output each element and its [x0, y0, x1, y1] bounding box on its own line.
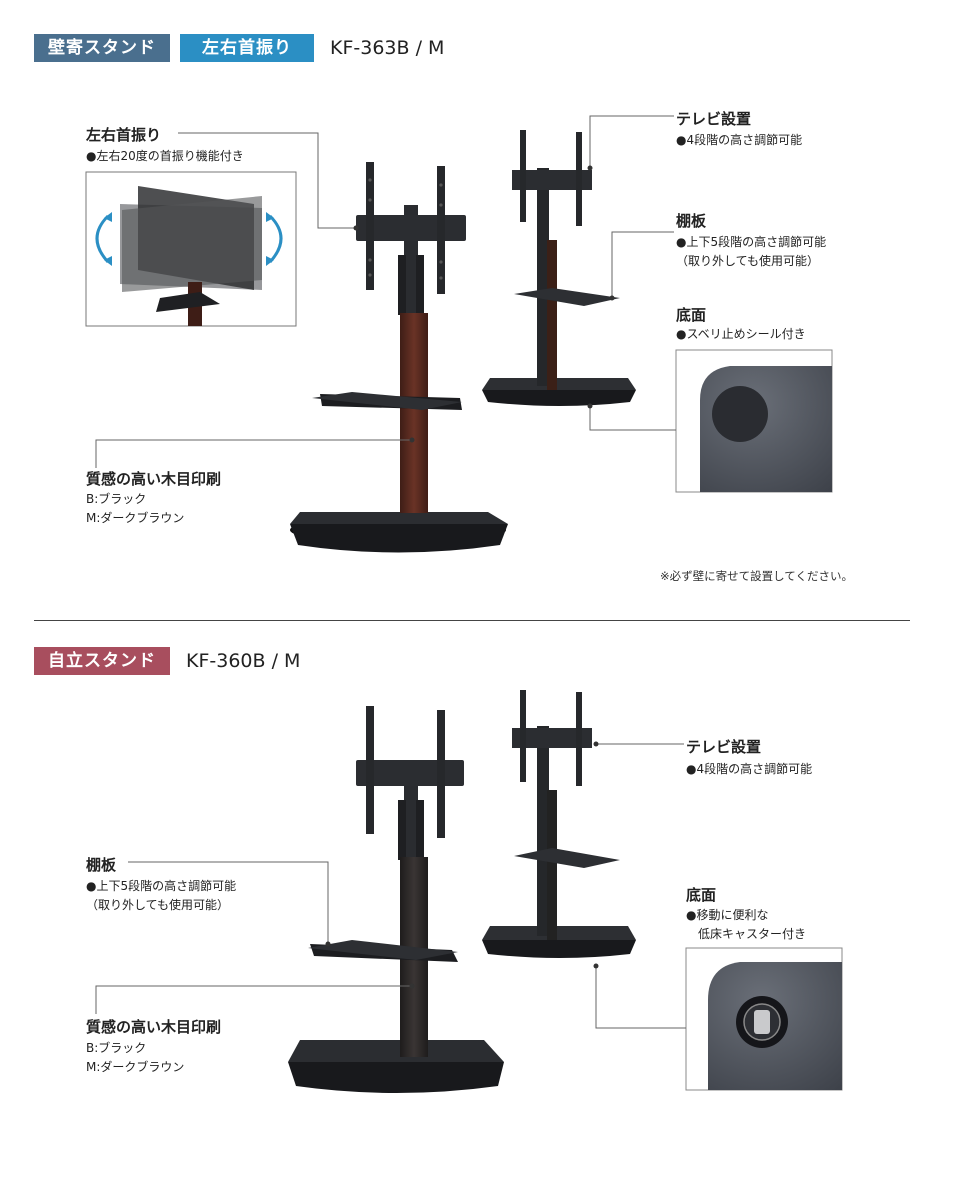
shelf-desc-2: ●上下5段階の高さ調節可能 （取り外しても使用可能） — [86, 877, 236, 915]
shelf-desc-line-2: （取り外しても使用可能） — [676, 254, 820, 268]
base-desc-2-line-1: ●移動に便利な — [686, 908, 769, 922]
wall-stand-tag: 壁寄スタンド — [34, 34, 170, 62]
wood-grain-title-2: 質感の高い木目印刷 — [86, 1018, 222, 1036]
model-number-kf360: KF-360B / M — [186, 650, 301, 672]
shelf-desc-2-line-1: ●上下5段階の高さ調節可能 — [86, 879, 237, 893]
leader-lines-2 — [95, 743, 686, 1029]
shelf-desc-2-line-2: （取り外しても使用可能） — [86, 898, 230, 912]
install-note: ※必ず壁に寄せて設置してください。 — [660, 569, 853, 583]
tv-mount-desc: ●4段階の高さ調節可能 — [676, 133, 803, 147]
base-desc-2: ●移動に便利な 低床キャスター付き — [686, 906, 806, 944]
stand-large-2 — [288, 706, 504, 1093]
freestanding-tag: 自立スタンド — [34, 647, 170, 675]
wood-grain-desc-2: B:ブラック M:ダークブラウン — [86, 1039, 184, 1077]
stand-small-1 — [482, 130, 636, 406]
wood-grain-title: 質感の高い木目印刷 — [86, 470, 222, 488]
wood-grain-brown-2: M:ダークブラウン — [86, 1060, 185, 1074]
caster-inset — [685, 947, 843, 1091]
stand-large-1 — [290, 162, 508, 553]
tv-mount-title: テレビ設置 — [676, 110, 752, 128]
shelf-title-2: 棚板 — [86, 856, 117, 874]
wood-grain-black-2: B:ブラック — [86, 1041, 147, 1055]
base-title: 底面 — [676, 306, 707, 324]
tv-mount-desc-2: ●4段階の高さ調節可能 — [686, 762, 813, 776]
wood-grain-desc: B:ブラック M:ダークブラウン — [86, 490, 184, 528]
swivel-tag: 左右首振り — [180, 34, 314, 62]
model-number-kf363: KF-363B / M — [330, 37, 445, 59]
tv-mount-title-2: テレビ設置 — [686, 738, 762, 756]
leader-lines-1 — [95, 115, 676, 468]
base-desc-2-line-2: 低床キャスター付き — [686, 927, 807, 941]
base-title-2: 底面 — [686, 886, 717, 904]
shelf-title: 棚板 — [676, 212, 707, 230]
wood-grain-black: B:ブラック — [86, 492, 147, 506]
base-detail-inset — [675, 349, 833, 493]
wood-column-1 — [400, 313, 428, 513]
base-desc: ●スベリ止めシール付き — [676, 327, 806, 341]
wood-grain-brown: M:ダークブラウン — [86, 511, 185, 525]
swivel-inset — [85, 171, 297, 327]
stand-small-2 — [482, 690, 636, 958]
shelf-desc: ●上下5段階の高さ調節可能 （取り外しても使用可能） — [676, 233, 826, 271]
swivel-desc: ●左右20度の首振り機能付き — [86, 149, 244, 163]
shelf-desc-line-1: ●上下5段階の高さ調節可能 — [676, 235, 827, 249]
swivel-title: 左右首振り — [86, 126, 162, 144]
section-divider — [34, 620, 910, 621]
